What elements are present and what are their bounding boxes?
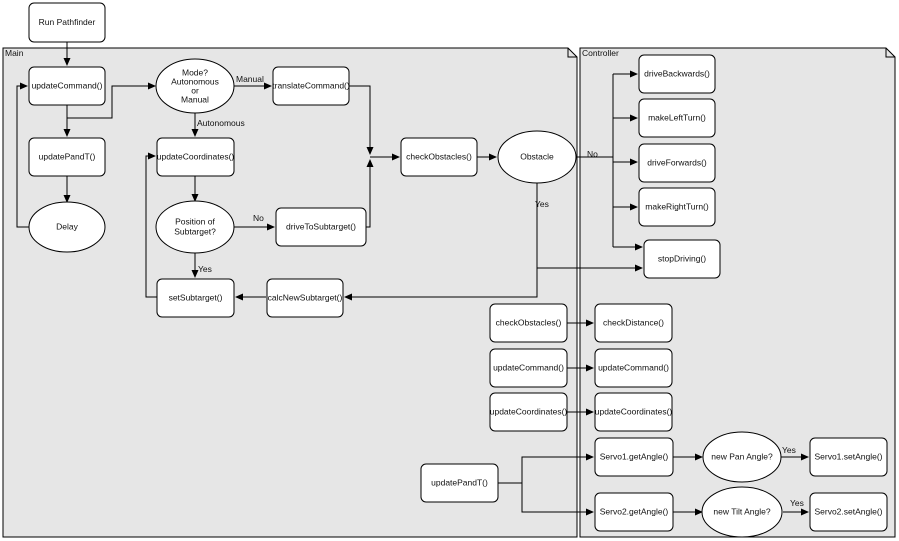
obstacle-decision-node[interactable]: Obstacle <box>497 130 577 184</box>
position-subtarget-line1: Position of <box>175 216 215 226</box>
delay-label: Delay <box>56 221 78 231</box>
label-yes-pan: Yes <box>782 445 796 455</box>
mode-label-line1: Mode? <box>182 67 208 77</box>
update-pandt-node[interactable]: updatePandT() <box>28 137 106 177</box>
servo1-get-node[interactable]: Servo1.getAngle() <box>594 437 674 477</box>
edge-translate-to-junction <box>349 85 374 155</box>
new-pan-angle-node[interactable]: new Pan Angle? <box>702 431 782 483</box>
update-pandt-2-label: updatePandT() <box>431 477 488 487</box>
servo2-get-label: Servo2.getAngle() <box>600 506 669 516</box>
update-coordinates-3-node[interactable]: updateCoordinates() <box>594 392 673 432</box>
set-subtarget-node[interactable]: setSubtarget() <box>156 278 235 318</box>
edge-to-servo2-get <box>521 483 594 516</box>
update-command-3-node[interactable]: updateCommand() <box>594 348 673 388</box>
servo1-set-node[interactable]: Servo1.setAngle() <box>809 437 888 477</box>
mode-decision-node[interactable]: Mode? Autonomous or Manual <box>155 58 235 114</box>
drive-to-subtarget-node[interactable]: driveToSubtarget() <box>275 207 367 247</box>
stop-driving-label: stopDriving() <box>658 253 706 263</box>
mode-label-line3: or <box>191 85 199 95</box>
servo2-set-node[interactable]: Servo2.setAngle() <box>809 492 888 532</box>
servo2-set-label: Servo2.setAngle() <box>814 506 882 516</box>
label-yes-subtarget: Yes <box>198 264 212 274</box>
update-coordinates-2-node[interactable]: updateCoordinates() <box>489 392 568 432</box>
calc-new-subtarget-node[interactable]: calcNewSubtarget() <box>266 278 344 318</box>
update-pandt-2-node[interactable]: updatePandT() <box>420 463 499 503</box>
check-obstacles-2-label: checkObstacles() <box>496 317 562 327</box>
mode-label-line2: Autonomous <box>171 76 219 86</box>
set-subtarget-label: setSubtarget() <box>169 292 223 302</box>
update-pandt-label: updatePandT() <box>39 151 96 161</box>
edge-obstacle-yes-calc <box>344 268 538 301</box>
servo1-get-label: Servo1.getAngle() <box>600 451 669 461</box>
drive-forwards-node[interactable]: driveForwards() <box>638 143 716 183</box>
check-distance-node[interactable]: checkDistance() <box>594 303 673 343</box>
position-subtarget-node[interactable]: Position of Subtarget? <box>155 200 235 254</box>
edge-delay-loop <box>16 82 29 228</box>
position-subtarget-line2: Subtarget? <box>174 226 216 236</box>
make-left-turn-label: makeLeftTurn() <box>648 112 706 122</box>
controller-panel-title: Controller <box>582 48 619 58</box>
run-pathfinder-node[interactable]: Run Pathfinder <box>28 2 106 43</box>
update-command-2-label: updateCommand() <box>493 362 564 372</box>
drive-backwards-label: driveBackwards() <box>644 68 710 78</box>
run-pathfinder-label: Run Pathfinder <box>39 17 96 27</box>
update-command-node[interactable]: updateCommand() <box>28 66 106 106</box>
label-yes-obstacle: Yes <box>535 199 549 209</box>
new-tilt-angle-label: new Tilt Angle? <box>713 506 770 516</box>
label-no-drive: No <box>253 213 264 223</box>
drive-to-subtarget-label: driveToSubtarget() <box>286 221 356 231</box>
check-obstacles-label: checkObstacles() <box>406 151 472 161</box>
update-command-label: updateCommand() <box>32 80 103 90</box>
translate-command-label: translateCommand() <box>272 80 350 90</box>
label-autonomous: Autonomous <box>197 118 245 128</box>
new-tilt-angle-node[interactable]: new Tilt Angle? <box>701 486 783 538</box>
edges <box>16 42 809 516</box>
make-left-turn-node[interactable]: makeLeftTurn() <box>638 98 716 138</box>
servo2-get-node[interactable]: Servo2.getAngle() <box>594 492 674 532</box>
label-no-obstacle: No <box>587 149 598 159</box>
translate-command-node[interactable]: translateCommand() <box>272 66 350 106</box>
stop-driving-node[interactable]: stopDriving() <box>643 239 721 279</box>
check-distance-label: checkDistance() <box>603 317 664 327</box>
edge-drive-to-junction <box>366 159 374 228</box>
new-pan-angle-label: new Pan Angle? <box>711 451 773 461</box>
label-yes-tilt: Yes <box>790 498 804 508</box>
label-manual: Manual <box>236 74 264 84</box>
make-right-turn-node[interactable]: makeRightTurn() <box>638 187 716 227</box>
delay-node[interactable]: Delay <box>28 201 106 253</box>
update-command-3-label: updateCommand() <box>598 362 669 372</box>
make-right-turn-label: makeRightTurn() <box>645 201 709 211</box>
edge-labels: Manual Autonomous No Yes No Yes Yes Yes <box>197 74 804 508</box>
servo1-set-label: Servo1.setAngle() <box>814 451 882 461</box>
mode-label-line4: Manual <box>181 94 209 104</box>
update-command-2-node[interactable]: updateCommand() <box>489 348 568 388</box>
edge-setsub-to-coords <box>145 152 157 298</box>
update-coordinates-node[interactable]: updateCoordinates() <box>156 137 235 177</box>
update-coordinates-3-label: updateCoordinates() <box>595 406 673 416</box>
drive-backwards-node[interactable]: driveBackwards() <box>638 54 716 94</box>
update-coordinates-label: updateCoordinates() <box>157 151 235 161</box>
edge-to-servo1-get <box>521 453 594 483</box>
calc-new-subtarget-label: calcNewSubtarget() <box>268 292 343 302</box>
check-obstacles-node[interactable]: checkObstacles() <box>400 137 478 177</box>
update-coordinates-2-label: updateCoordinates() <box>490 406 568 416</box>
main-panel-title: Main <box>5 48 24 58</box>
drive-forwards-label: driveForwards() <box>647 157 707 167</box>
obstacle-label: Obstacle <box>520 151 554 161</box>
edge-update-to-mode <box>67 82 156 119</box>
check-obstacles-2-node[interactable]: checkObstacles() <box>489 303 568 343</box>
